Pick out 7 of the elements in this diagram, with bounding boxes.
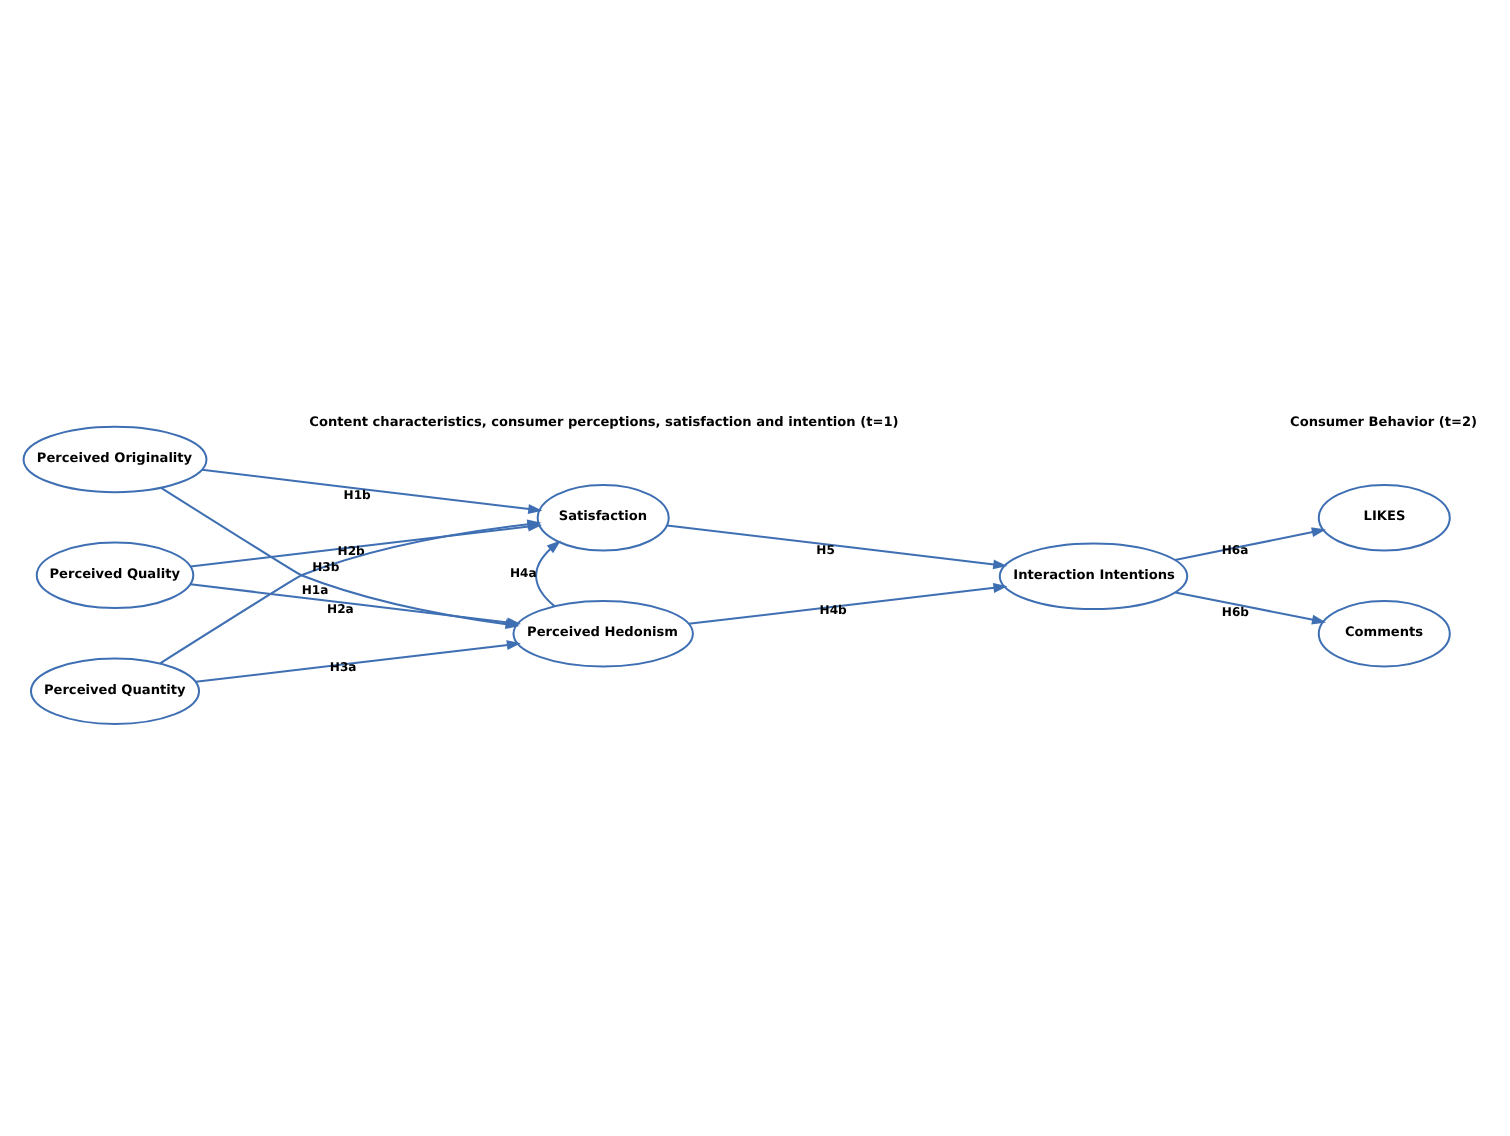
arrow: [201, 468, 543, 514]
arrow: [535, 540, 561, 607]
arrow: [195, 640, 521, 683]
arrow: [1174, 527, 1326, 561]
arrow: [666, 524, 1008, 570]
arrow: [1175, 591, 1327, 625]
arrow: [688, 583, 1008, 625]
